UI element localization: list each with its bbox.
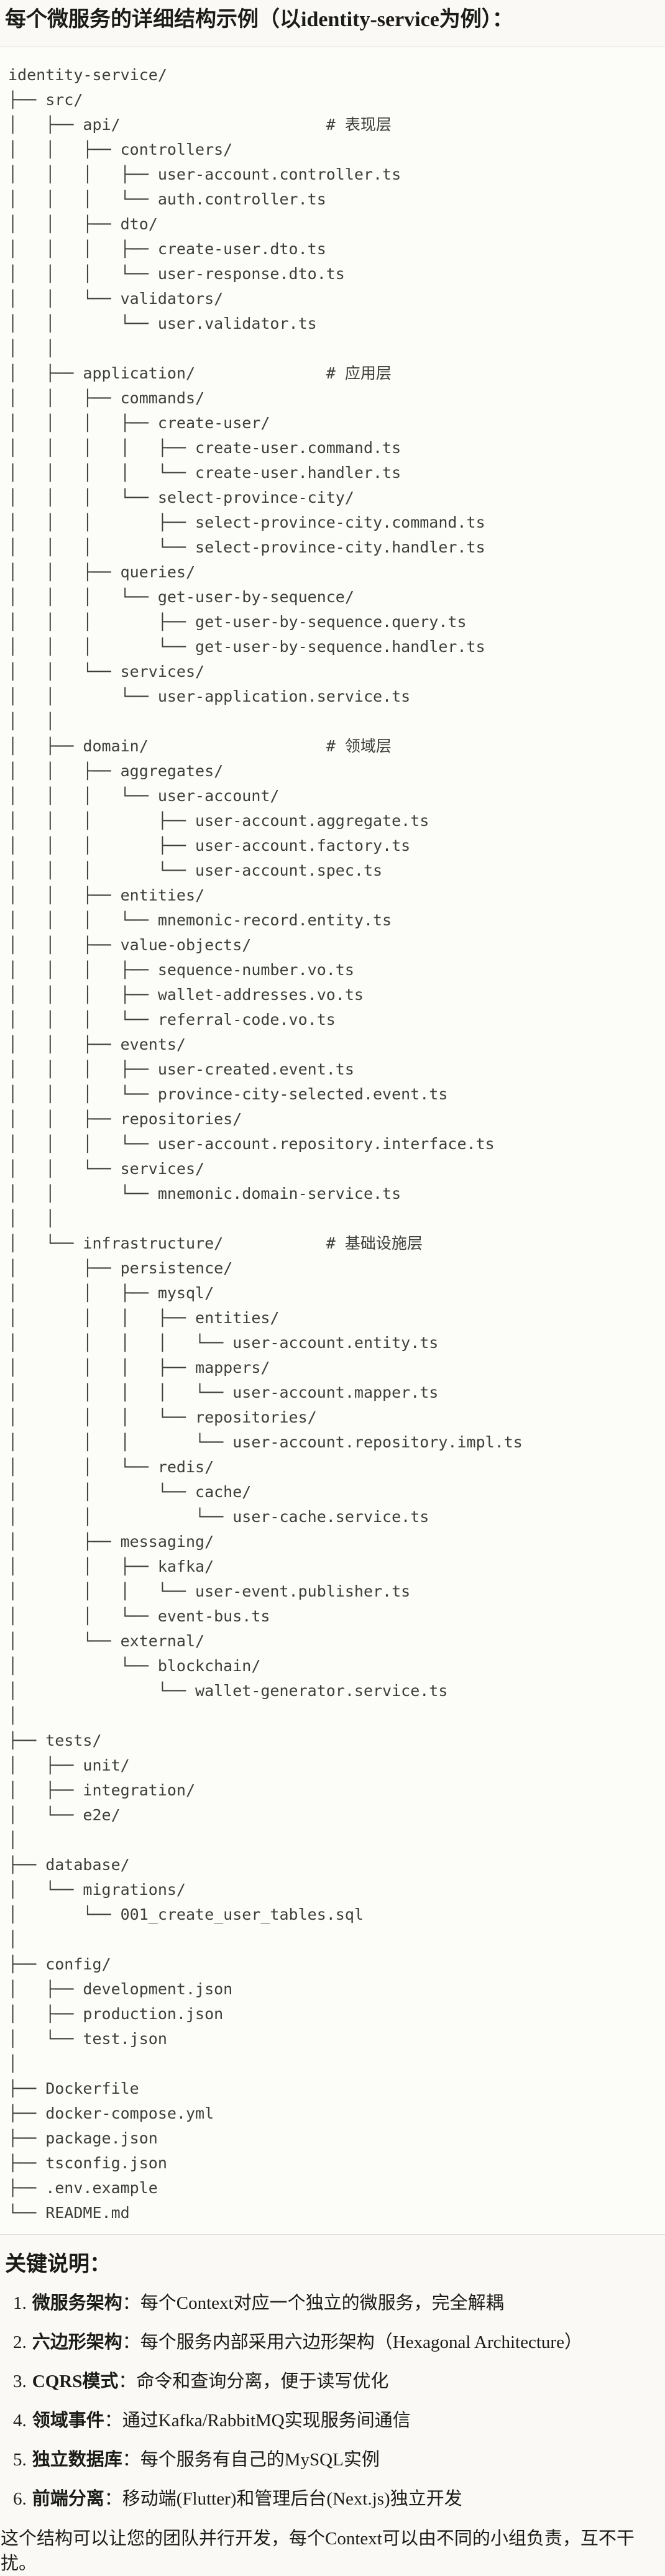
- list-item: 1.微服务架构：每个Context对应一个独立的微服务，完全解耦: [13, 2291, 660, 2316]
- list-item: 5.独立数据库：每个服务有自己的MySQL实例: [13, 2447, 660, 2472]
- list-item-number: 2.: [13, 2332, 27, 2352]
- list-item-number: 5.: [13, 2450, 27, 2470]
- closing-paragraph: 这个结构可以让您的团队并行开发，每个Context可以由不同的小组负责，互不干扰…: [1, 2529, 635, 2574]
- list-item: 4.领域事件：通过Kafka/RabbitMQ实现服务间通信: [13, 2408, 660, 2433]
- list-item-term: 微服务架构: [32, 2293, 122, 2313]
- list-item-desc: ：通过Kafka/RabbitMQ实现服务间通信: [104, 2411, 411, 2431]
- list-item-desc: ：命令和查询分离，便于读写优化: [118, 2372, 389, 2391]
- notes-list: 1.微服务架构：每个Context对应一个独立的微服务，完全解耦 2.六边形架构…: [5, 2291, 660, 2511]
- list-item-number: 4.: [13, 2411, 27, 2431]
- list-item-number: 3.: [13, 2372, 27, 2391]
- page-title: 每个微服务的详细结构示例（以identity-service为例）：: [5, 8, 513, 31]
- list-item-number: 1.: [13, 2293, 27, 2313]
- list-item-desc: ：移动端(Flutter)和管理后台(Next.js)独立开发: [104, 2489, 462, 2509]
- list-item-term: CQRS模式: [32, 2372, 119, 2391]
- list-item: 3. CQRS模式：命令和查询分离，便于读写优化: [13, 2369, 660, 2394]
- list-item-term: 独立数据库: [32, 2450, 122, 2470]
- list-item-number: 6.: [13, 2489, 27, 2509]
- directory-tree-code-block: identity-service/ ├── src/ │ ├── api/ # …: [0, 47, 665, 2235]
- list-item: 6.前端分离：移动端(Flutter)和管理后台(Next.js)独立开发: [13, 2487, 660, 2511]
- list-item-term: 前端分离: [32, 2489, 104, 2509]
- list-item-desc: ：每个服务有自己的MySQL实例: [122, 2450, 380, 2470]
- list-item-term: 六边形架构: [32, 2332, 122, 2352]
- list-item-desc: ：每个Context对应一个独立的微服务，完全解耦: [122, 2293, 504, 2313]
- list-item: 2.六边形架构：每个服务内部采用六边形架构（Hexagonal Architec…: [13, 2330, 660, 2355]
- notes-heading: 关键说明：: [5, 2253, 111, 2276]
- list-item-term: 领域事件: [32, 2411, 104, 2431]
- list-item-desc: ：每个服务内部采用六边形架构（Hexagonal Architecture）: [122, 2332, 582, 2352]
